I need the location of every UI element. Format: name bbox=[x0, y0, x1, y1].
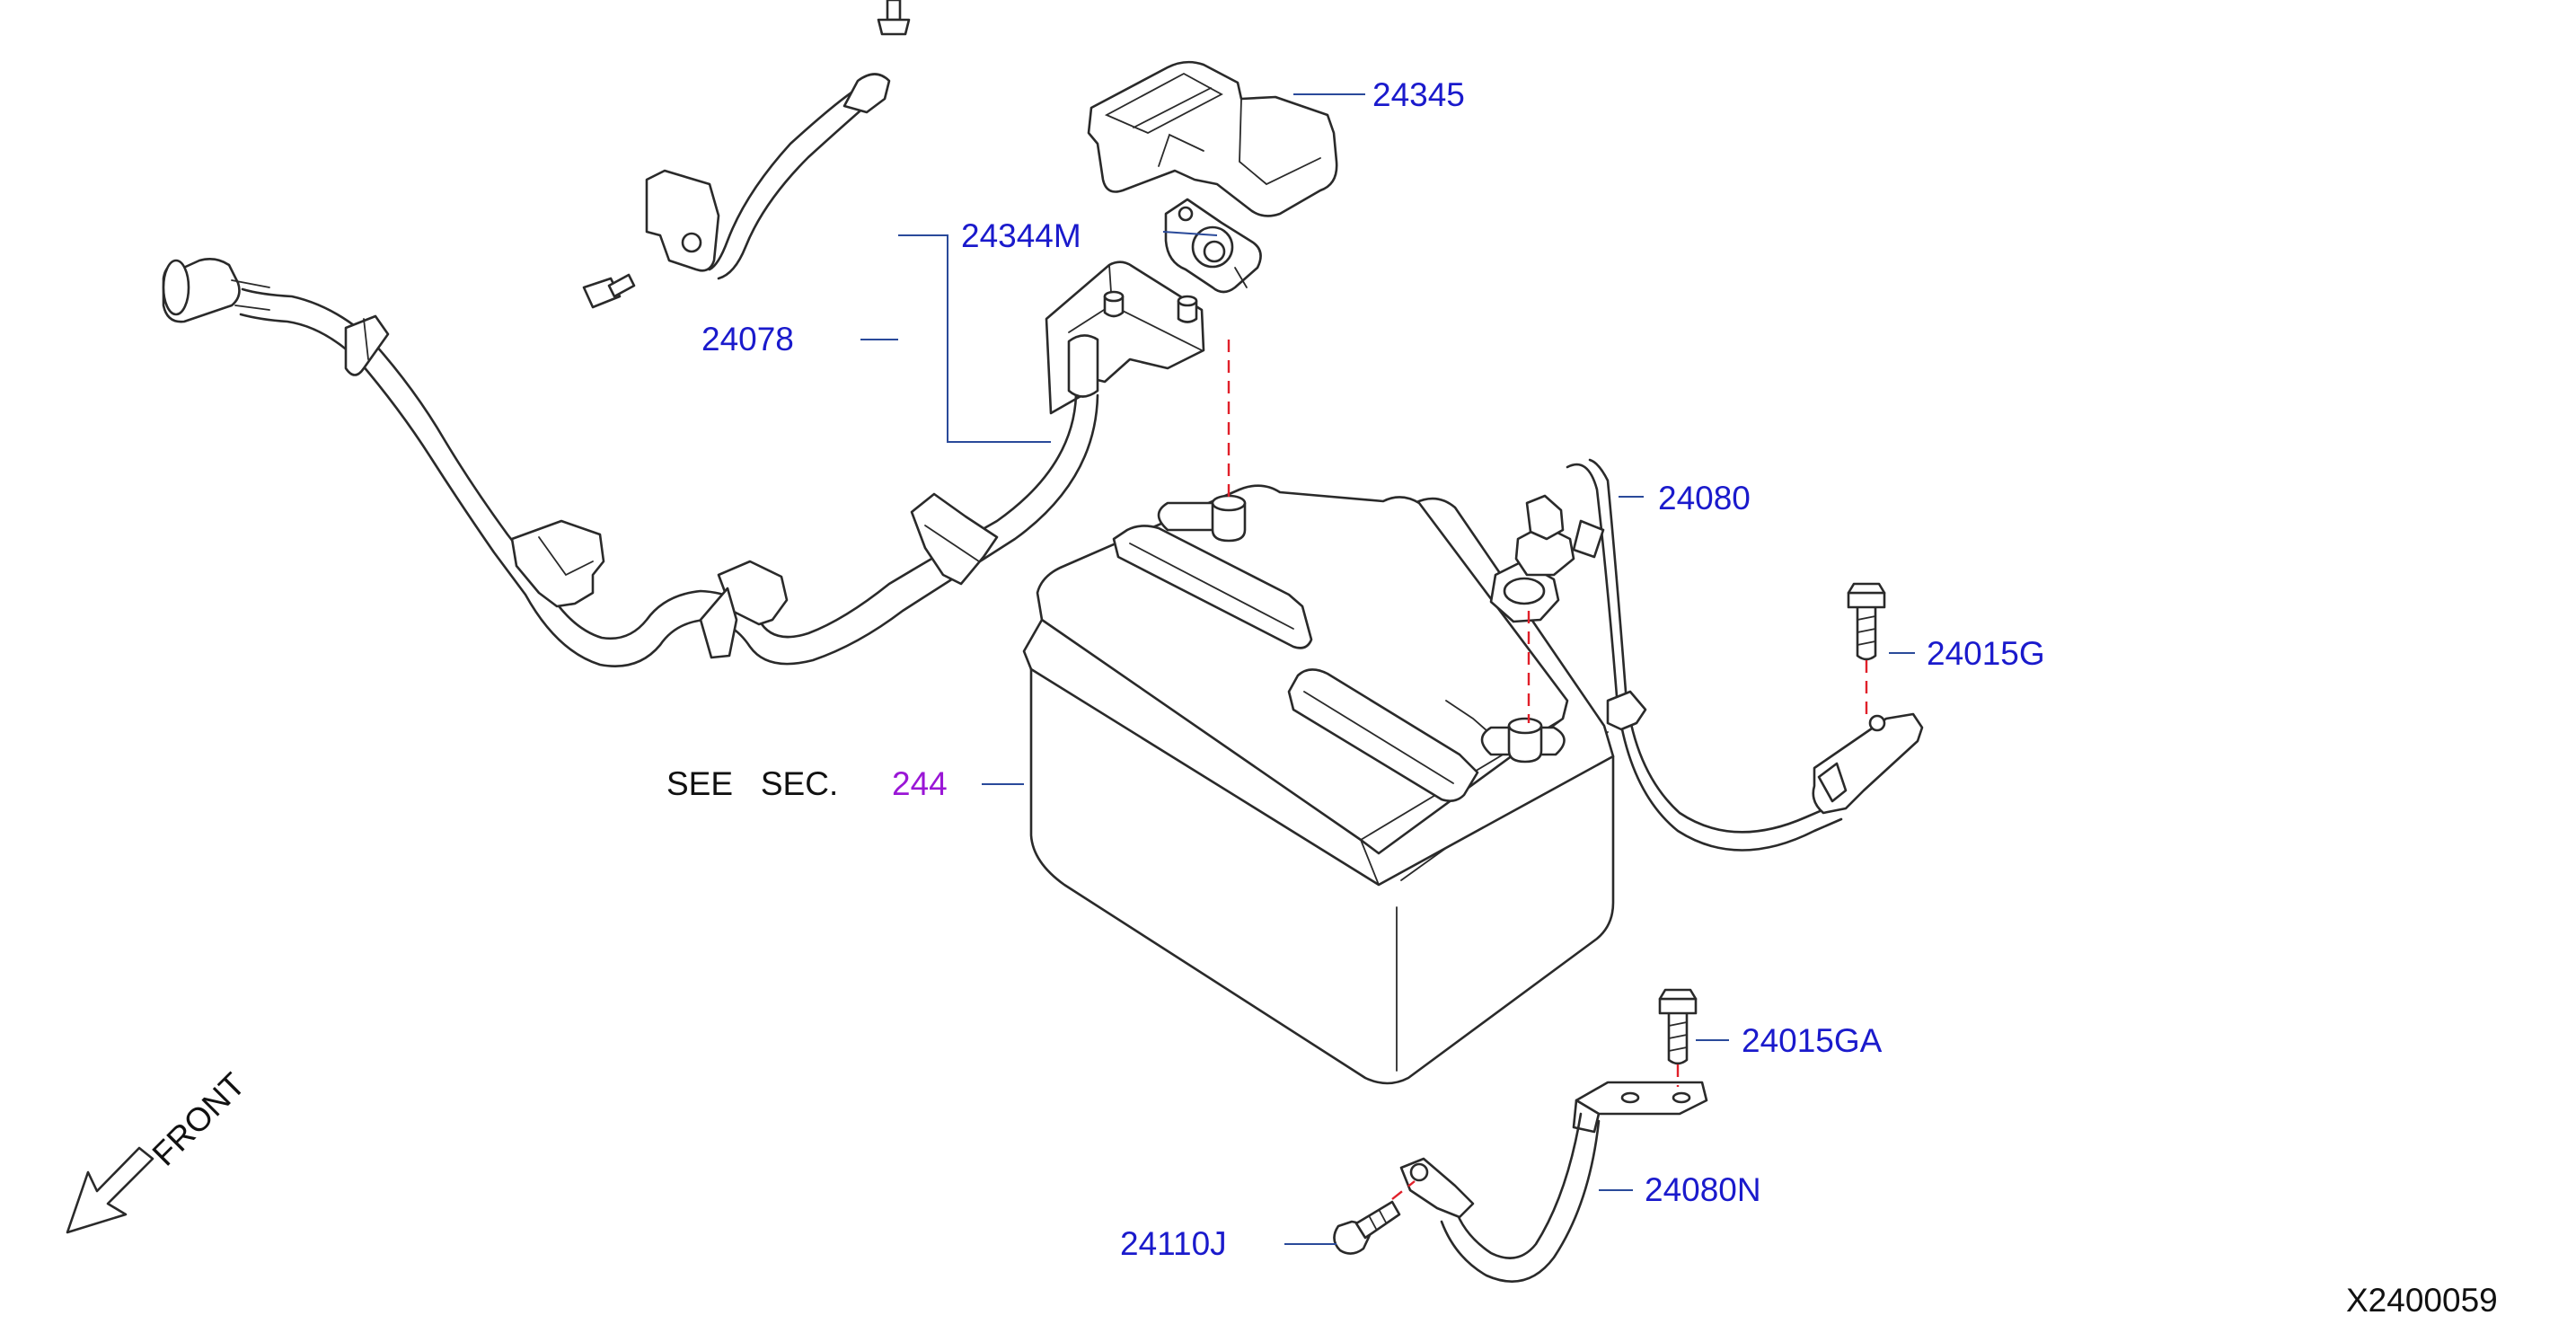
bolt-24110j bbox=[1333, 1200, 1401, 1255]
callout-244-section-ref[interactable]: 244 bbox=[892, 765, 948, 802]
bolt-left bbox=[582, 273, 636, 309]
alignment-dashed-lines bbox=[1227, 340, 1868, 1200]
front-arrow: FRONT bbox=[66, 1066, 252, 1234]
battery-negative-post bbox=[1507, 724, 1543, 764]
callout-24080n[interactable]: 24080N bbox=[1645, 1171, 1761, 1208]
bolt-24015g bbox=[1847, 582, 1886, 661]
negative-battery-cable-24080 bbox=[1489, 458, 1924, 852]
bolt-24015ga bbox=[1658, 988, 1698, 1065]
figure-code: X2400059 bbox=[2346, 1282, 2498, 1319]
positive-terminal-clamp-24344m bbox=[1164, 198, 1262, 294]
callout-24080[interactable]: 24080 bbox=[1658, 480, 1751, 516]
callout-24015ga[interactable]: 24015GA bbox=[1742, 1022, 1883, 1059]
see-section-label: SEE SEC. bbox=[666, 765, 838, 802]
battery bbox=[1022, 484, 1615, 1085]
callout-24344m[interactable]: 24344M bbox=[961, 217, 1081, 254]
callout-24078[interactable]: 24078 bbox=[701, 321, 794, 358]
ground-strap-24080n bbox=[1399, 1081, 1708, 1283]
front-label: FRONT bbox=[146, 1066, 252, 1173]
positive-battery-cable-24078 bbox=[162, 258, 1205, 667]
leader-lines bbox=[860, 93, 1915, 1245]
battery-positive-post bbox=[1211, 501, 1247, 543]
battery-vent-cap-right bbox=[1287, 668, 1479, 802]
callout-24110j[interactable]: 24110J bbox=[1120, 1225, 1227, 1262]
branch-wire-and-bracket bbox=[645, 0, 911, 280]
terminal-cover-24345 bbox=[1087, 60, 1338, 217]
callout-24345[interactable]: 24345 bbox=[1372, 76, 1465, 113]
callout-24015g[interactable]: 24015G bbox=[1927, 635, 2045, 672]
